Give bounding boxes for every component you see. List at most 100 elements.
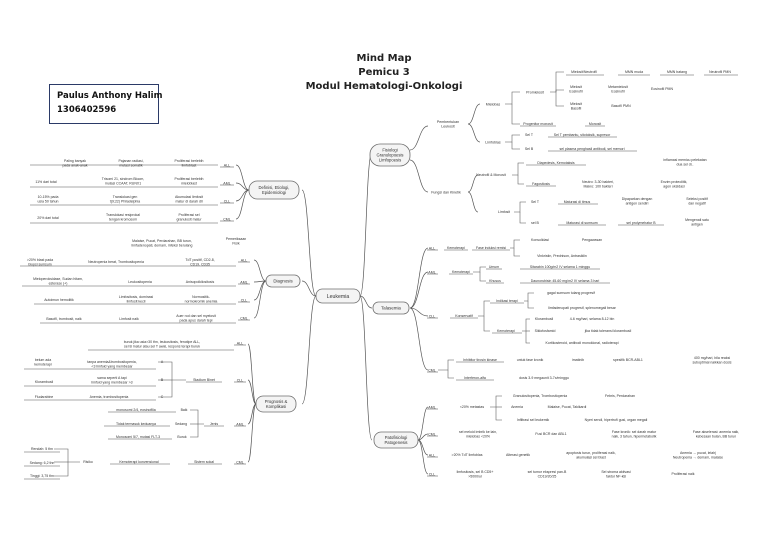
- node-diagnosis-autoimun: Autoimun hemolitik: [44, 298, 74, 302]
- node-talasemia-imatinib: imatinib: [572, 358, 584, 362]
- node-talasemia-indikasi: Indikasi terapi: [496, 299, 518, 303]
- connector-line: [555, 89, 564, 92]
- node-diagnosis-tdt: TdT positif, CD2-8,CD19, CD35: [185, 258, 214, 266]
- branch-curve: [253, 280, 267, 283]
- branch-curve: [359, 295, 373, 309]
- node-diagnosis-limfosit-naik: Limfosit naik: [119, 317, 139, 321]
- node-patofisiologi-anemia-pucat: Anemia → pucat, lelah|Neutropenia → dema…: [673, 451, 723, 459]
- node-definisi-all: ALL: [224, 163, 230, 167]
- connector-line: [519, 212, 526, 224]
- branch-curve: [247, 403, 257, 463]
- connector-line: [511, 104, 520, 125]
- node-talasemia-kemoterapi3: Kemoterapi: [497, 329, 515, 333]
- node-fisiologi-fagositosis: Fagositosis: [532, 182, 550, 186]
- node-prognosis-all: ALL: [237, 341, 243, 345]
- node-prognosis-jenis: Jenis: [210, 422, 218, 426]
- node-fisiologi-diapedesis: Diapedesis, Kemotaksis: [537, 161, 575, 165]
- branch-curve: [467, 174, 479, 193]
- node-talasemia-cll: CLL: [429, 314, 436, 318]
- node-patofisiologi-cll: CLL: [429, 472, 436, 476]
- node-talasemia-siklofosfamid: Siklofosfamid: [535, 329, 556, 333]
- node-branches-prognosis: Prognosis &Komplikasi: [265, 399, 288, 409]
- node-prognosis-aml: AML: [236, 422, 243, 426]
- node-diagnosis-mielo: Mieloperoksidase, Sudan hitam,esterase (…: [33, 277, 83, 285]
- connector-line: [158, 380, 173, 398]
- branch-curve: [235, 182, 250, 191]
- connector-line: [517, 175, 524, 185]
- node-prognosis-monosomi: monosomi 2/4, eosinofilia: [116, 408, 156, 412]
- branch-curve: [253, 280, 267, 301]
- node-patofisiologi-metastasis: <20% metastas: [460, 405, 484, 409]
- node-talasemia-khusus: Khusus: [489, 279, 501, 283]
- node-fisiologi-sel-prolim: sel prolymehatur B: [626, 221, 656, 225]
- node-diagnosis-cll: CLL: [241, 298, 248, 302]
- connector-line: [510, 239, 520, 249]
- node-talasemia-cml: CML: [428, 368, 436, 372]
- node-fisiologi-sel-t2: Sel T: [531, 200, 540, 204]
- node-prognosis-buruk: Buruk: [177, 435, 186, 439]
- connector-line: [190, 424, 199, 438]
- node-talasemia-konservatif: Konservatif: [455, 314, 473, 318]
- branch-curve: [253, 280, 267, 319]
- connector-line: [514, 201, 526, 213]
- node-talasemia-all: ALL: [429, 246, 435, 250]
- branch-curve: [467, 191, 479, 213]
- node-patofisiologi-apoptosis: apoptosis turun, proliferasi naik,akumul…: [566, 451, 615, 459]
- node-fisiologi-enzim: Enzim proteolitik,agen oksidasi: [661, 180, 688, 188]
- connector-line: [473, 266, 486, 273]
- author-name: Paulus Anthony Halim: [57, 91, 163, 101]
- node-prognosis-cml: CML: [236, 460, 244, 464]
- node-diagnosis-leukositopenia: Leukositopenia: [128, 280, 152, 284]
- node-talasemia-interferon: Interferon-alfa: [464, 376, 486, 380]
- branch-curve: [409, 125, 429, 151]
- node-fisiologi-progenitor: Progenitor monosit: [523, 122, 552, 126]
- node-prognosis-rendah: Rendah: 5 thn: [31, 447, 53, 451]
- branch-curve: [359, 295, 373, 441]
- node-definisi-cml-epi: 20% dari total: [37, 216, 59, 220]
- node-fisiologi-fungsi: Fungsi dan Kinetik: [431, 190, 461, 194]
- node-prognosis-fludarabine: Fludarabine: [35, 395, 54, 399]
- node-prognosis-monosomi57: Monosomi 5/7, mutasi FLT-3: [116, 435, 160, 439]
- branch-curve: [409, 159, 429, 193]
- connector-line: [524, 292, 534, 302]
- branch-curve: [247, 379, 257, 405]
- node-prognosis-sistem: Sistem sokal: [194, 460, 214, 464]
- connector-line: [158, 361, 186, 381]
- connector-line: [512, 162, 524, 176]
- node-patofisiologi-nyeri: Nyeri sendi, hipertrofi gusi, organ mega…: [585, 418, 648, 422]
- connector-line: [522, 318, 530, 332]
- branch-curve: [235, 164, 250, 191]
- node-prognosis-binet-b: B: [161, 378, 164, 382]
- node-prognosis-tidak-termasuk: Tidak termasuk keduanya: [116, 422, 156, 426]
- node-talasemia-fase-induksi: Fase induksi remisi: [476, 246, 506, 250]
- node-fisiologi-eosinofil-pmn: Eosinofil PMN: [651, 87, 673, 91]
- branch-curve: [301, 295, 317, 405]
- node-patofisiologi-aml: AML: [428, 405, 435, 409]
- connector-line: [505, 91, 520, 105]
- connectors: [20, 71, 738, 480]
- branch-curve: [417, 406, 429, 441]
- node-branches-diagnosis: Diagnosis: [273, 279, 293, 284]
- author-id: 1306402596: [57, 105, 117, 115]
- connector-line: [490, 395, 502, 408]
- node-patofisiologi-malaise: Malaise, Pucat, Takikardi: [548, 405, 587, 409]
- connector-line: [525, 331, 530, 344]
- node-fisiologi-sel-t: Sel T: [525, 133, 534, 137]
- node-fisiologi-sel-b: Sel B: [525, 147, 534, 151]
- title-pemicu: Pemicu 3: [358, 67, 410, 78]
- branch-curve: [409, 247, 429, 309]
- node-fisiologi-neutrofil-pmn: Neutrofil PMN: [709, 70, 731, 74]
